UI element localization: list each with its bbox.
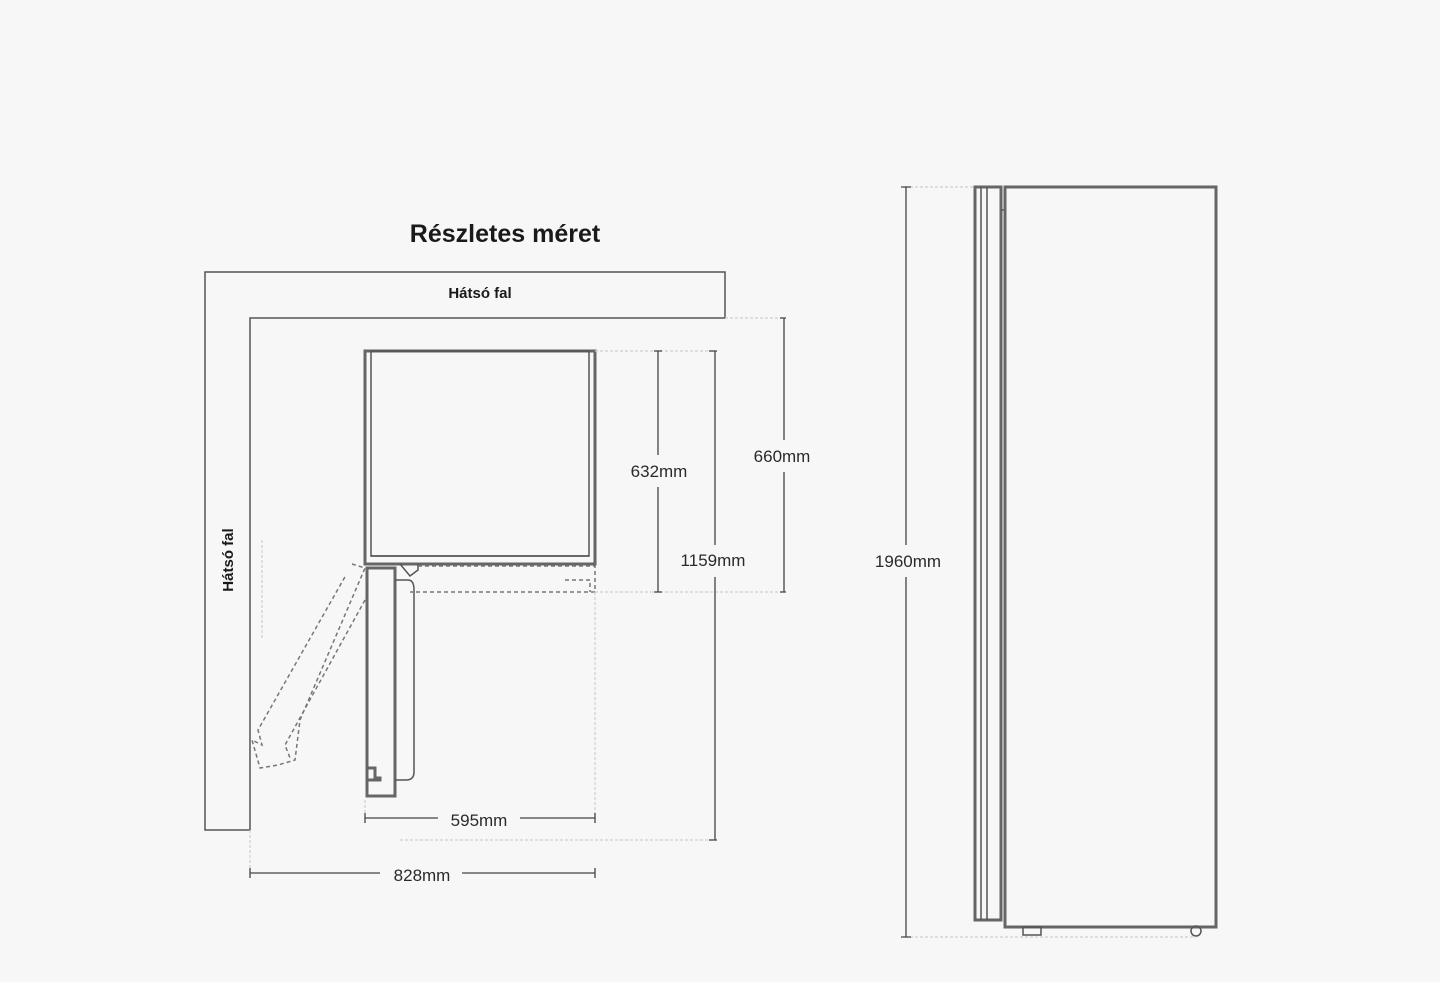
door-closed-outline xyxy=(410,565,596,593)
dimension-595: 595mm xyxy=(364,811,596,830)
depth-with-door-label: 660mm xyxy=(754,447,811,466)
door-open-90 xyxy=(365,566,397,798)
depth-body-label: 632mm xyxy=(631,462,688,481)
door-open-wide-inner xyxy=(284,599,366,759)
door-side-detail xyxy=(980,187,988,920)
dimension-660: 660mm xyxy=(754,317,811,593)
back-wall-side-label: Hátsó fal xyxy=(220,528,237,591)
dimension-828: 828mm xyxy=(249,866,596,885)
fridge-body-inner xyxy=(370,350,590,557)
fridge-door-side xyxy=(973,185,1003,922)
page-title: Részletes méret xyxy=(410,220,601,248)
height-label: 1960mm xyxy=(875,552,941,571)
fridge-body-side xyxy=(1003,185,1218,929)
width-label: 595mm xyxy=(451,811,508,830)
door-open-wide xyxy=(250,563,367,769)
side-view: 1960mm xyxy=(875,185,1218,938)
depth-door-open-label: 1159mm xyxy=(681,551,746,570)
back-wall xyxy=(204,271,726,831)
front-foot xyxy=(1022,926,1042,936)
rear-wheel xyxy=(1190,925,1202,937)
door-closed-handle xyxy=(565,579,591,592)
dimension-1159: 1159mm xyxy=(681,350,746,841)
hinge xyxy=(399,563,419,578)
fridge-body-top-view xyxy=(363,349,597,566)
back-wall-top-label: Hátsó fal xyxy=(448,285,511,302)
dimension-632: 632mm xyxy=(631,350,688,593)
dimension-1960: 1960mm xyxy=(875,186,941,938)
door-bin xyxy=(395,579,415,781)
top-view: Hátsó fal Hátsó fal 632mm xyxy=(204,271,811,885)
width-door-open-label: 828mm xyxy=(394,866,451,885)
